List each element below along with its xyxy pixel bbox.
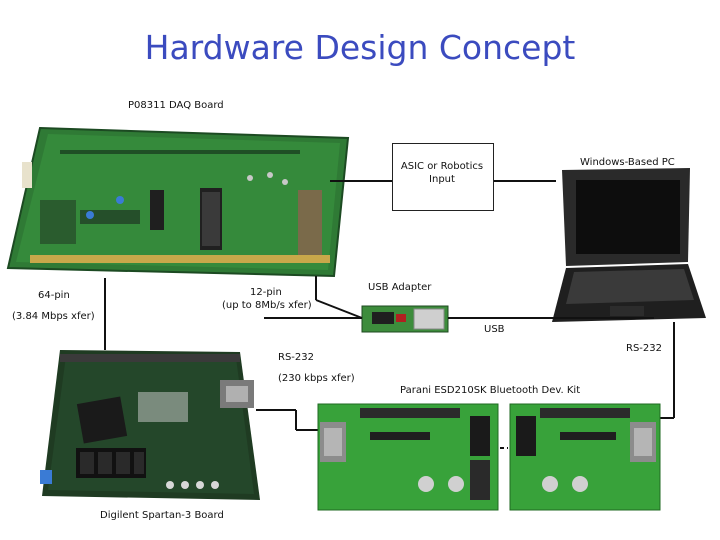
usb-label: USB — [484, 324, 505, 335]
asic-input-box — [392, 143, 494, 211]
bluetooth-kit-label: Parani ESD210SK Bluetooth Dev. Kit — [400, 385, 581, 396]
pin64-label: 64-pin — [38, 290, 70, 301]
usb-adapter-label: USB Adapter — [368, 282, 432, 293]
asic-input-label: ASIC or Robotics Input — [400, 161, 484, 185]
daq-board-image — [6, 126, 350, 278]
pin12-label: 12-pin — [250, 287, 282, 298]
bluetooth-kit-right-image — [509, 403, 661, 511]
daq-board-label: P08311 DAQ Board — [128, 100, 224, 111]
windows-pc-label: Windows-Based PC — [580, 157, 675, 168]
rate12-label: (up to 8Mb/s xfer) — [222, 300, 312, 311]
rs232-rate-label: (230 kbps xfer) — [278, 373, 355, 384]
bluetooth-kit-left-image — [317, 403, 499, 511]
page-title: Hardware Design Concept — [144, 28, 576, 67]
spartan-board-label: Digilent Spartan-3 Board — [100, 510, 224, 521]
rate64-label: (3.84 Mbps xfer) — [12, 311, 95, 322]
usb-adapter-image — [361, 305, 449, 333]
rs232-left-label: RS-232 — [278, 352, 314, 363]
spartan-board-image — [40, 350, 260, 500]
rs232-right-label: RS-232 — [626, 343, 662, 354]
laptop-image — [552, 168, 706, 322]
